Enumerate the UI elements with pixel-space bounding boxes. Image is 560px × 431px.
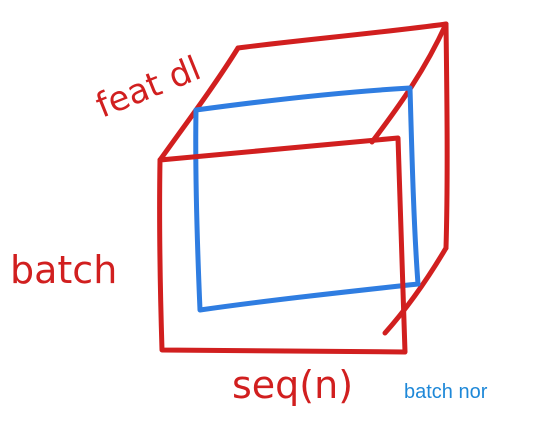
batch-axis-label: batch bbox=[10, 248, 117, 292]
cube-back-right-edge bbox=[443, 21, 450, 251]
cube-back-top-edge bbox=[235, 21, 449, 51]
feat-dim-label: feat dl bbox=[90, 48, 206, 126]
cube-bottom-right-depth-edge bbox=[382, 245, 449, 336]
batch-norm-slice bbox=[193, 85, 421, 313]
batch-norm-caption: batch nor bbox=[404, 381, 488, 403]
seq-axis-label: seq(n) bbox=[232, 363, 353, 407]
cube-top-left-depth-edge bbox=[157, 45, 241, 163]
cube-front-face bbox=[157, 135, 408, 355]
